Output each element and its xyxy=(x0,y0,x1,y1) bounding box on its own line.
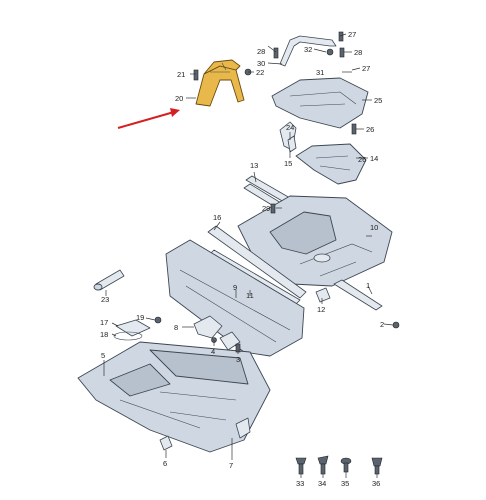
bracket-part-8[interactable] xyxy=(193,315,241,351)
callout-29: 29 xyxy=(262,204,270,213)
callout-26-b: 26 xyxy=(358,155,366,164)
bracket-part-20-highlighted[interactable] xyxy=(195,59,245,107)
callout-26: 26 xyxy=(366,125,374,134)
bracket-part-6[interactable] xyxy=(159,435,173,451)
bolt-part-21[interactable] xyxy=(193,69,199,81)
callout-16: 16 xyxy=(213,213,221,222)
callout-duplicates: 28 27 26 xyxy=(354,48,370,164)
callout-12: 12 xyxy=(317,305,325,314)
callout-1: 1 xyxy=(366,281,370,290)
callout-10: 10 xyxy=(370,223,378,232)
pad-part-17[interactable] xyxy=(115,319,151,337)
callout-27-b: 27 xyxy=(362,64,370,73)
callout-2: 2 xyxy=(380,320,384,329)
bolt-part-27[interactable] xyxy=(338,31,344,42)
callout-numbers: 1 2 3 4 5 6 7 8 9 10 11 12 13 14 15 16 1… xyxy=(100,30,384,488)
bracket-part-12[interactable] xyxy=(315,287,331,303)
callout-34: 34 xyxy=(318,479,326,488)
callout-15: 15 xyxy=(284,159,292,168)
rear-floor-part-10[interactable] xyxy=(237,195,393,287)
callout-6: 6 xyxy=(163,459,167,468)
callout-5: 5 xyxy=(101,351,105,360)
callout-9: 9 xyxy=(233,283,237,292)
callout-23: 23 xyxy=(101,295,109,304)
rail-part-1[interactable] xyxy=(333,279,383,311)
callout-11: 11 xyxy=(246,291,254,300)
rod-part-30[interactable] xyxy=(279,35,337,67)
callout-3: 3 xyxy=(236,355,240,364)
callout-20: 20 xyxy=(175,94,183,103)
callout-30: 30 xyxy=(257,59,265,68)
bracket-part-7[interactable] xyxy=(235,417,251,439)
front-floor-part-5[interactable] xyxy=(77,341,271,453)
callout-18: 18 xyxy=(100,330,108,339)
seal-part-18[interactable] xyxy=(113,331,143,341)
callout-21: 21 xyxy=(177,70,185,79)
callout-33: 33 xyxy=(296,479,304,488)
bolt-part-28[interactable] xyxy=(273,47,279,59)
bolt-part-34[interactable] xyxy=(317,455,329,475)
callout-31: 31 xyxy=(316,68,324,77)
callout-22: 22 xyxy=(256,68,264,77)
clip-part-2[interactable] xyxy=(392,321,400,329)
red-pointer-arrow xyxy=(117,108,180,129)
leader-lines xyxy=(103,33,394,478)
bolt-part-31[interactable] xyxy=(339,47,345,58)
callout-8: 8 xyxy=(174,323,178,332)
bolt-part-26[interactable] xyxy=(351,123,357,135)
callout-19: 19 xyxy=(136,313,144,322)
callout-35: 35 xyxy=(341,479,349,488)
sill-part-9[interactable] xyxy=(165,239,305,357)
callout-27: 27 xyxy=(348,30,356,39)
damper-part-23[interactable] xyxy=(93,269,125,291)
callout-24: 24 xyxy=(286,123,294,132)
bolt-part-29[interactable] xyxy=(270,203,276,214)
support-part-14[interactable] xyxy=(295,143,367,185)
bolt-part-33[interactable] xyxy=(295,457,307,475)
callout-25: 25 xyxy=(374,96,382,105)
clip-part-32[interactable] xyxy=(326,48,334,56)
callout-28: 28 xyxy=(257,47,265,56)
callout-32: 32 xyxy=(304,45,312,54)
clip-part-19[interactable] xyxy=(154,316,162,324)
callout-36: 36 xyxy=(372,479,380,488)
callout-28-b: 28 xyxy=(354,48,362,57)
bolt-part-35[interactable] xyxy=(340,457,352,473)
callout-14: 14 xyxy=(370,154,378,163)
callout-13: 13 xyxy=(250,161,258,170)
tray-part-25[interactable] xyxy=(271,77,369,129)
sill-part-16[interactable] xyxy=(207,225,307,299)
callout-7: 7 xyxy=(229,461,233,470)
callout-4: 4 xyxy=(211,347,215,356)
callout-17: 17 xyxy=(100,318,108,327)
bolt-part-36[interactable] xyxy=(371,457,383,475)
